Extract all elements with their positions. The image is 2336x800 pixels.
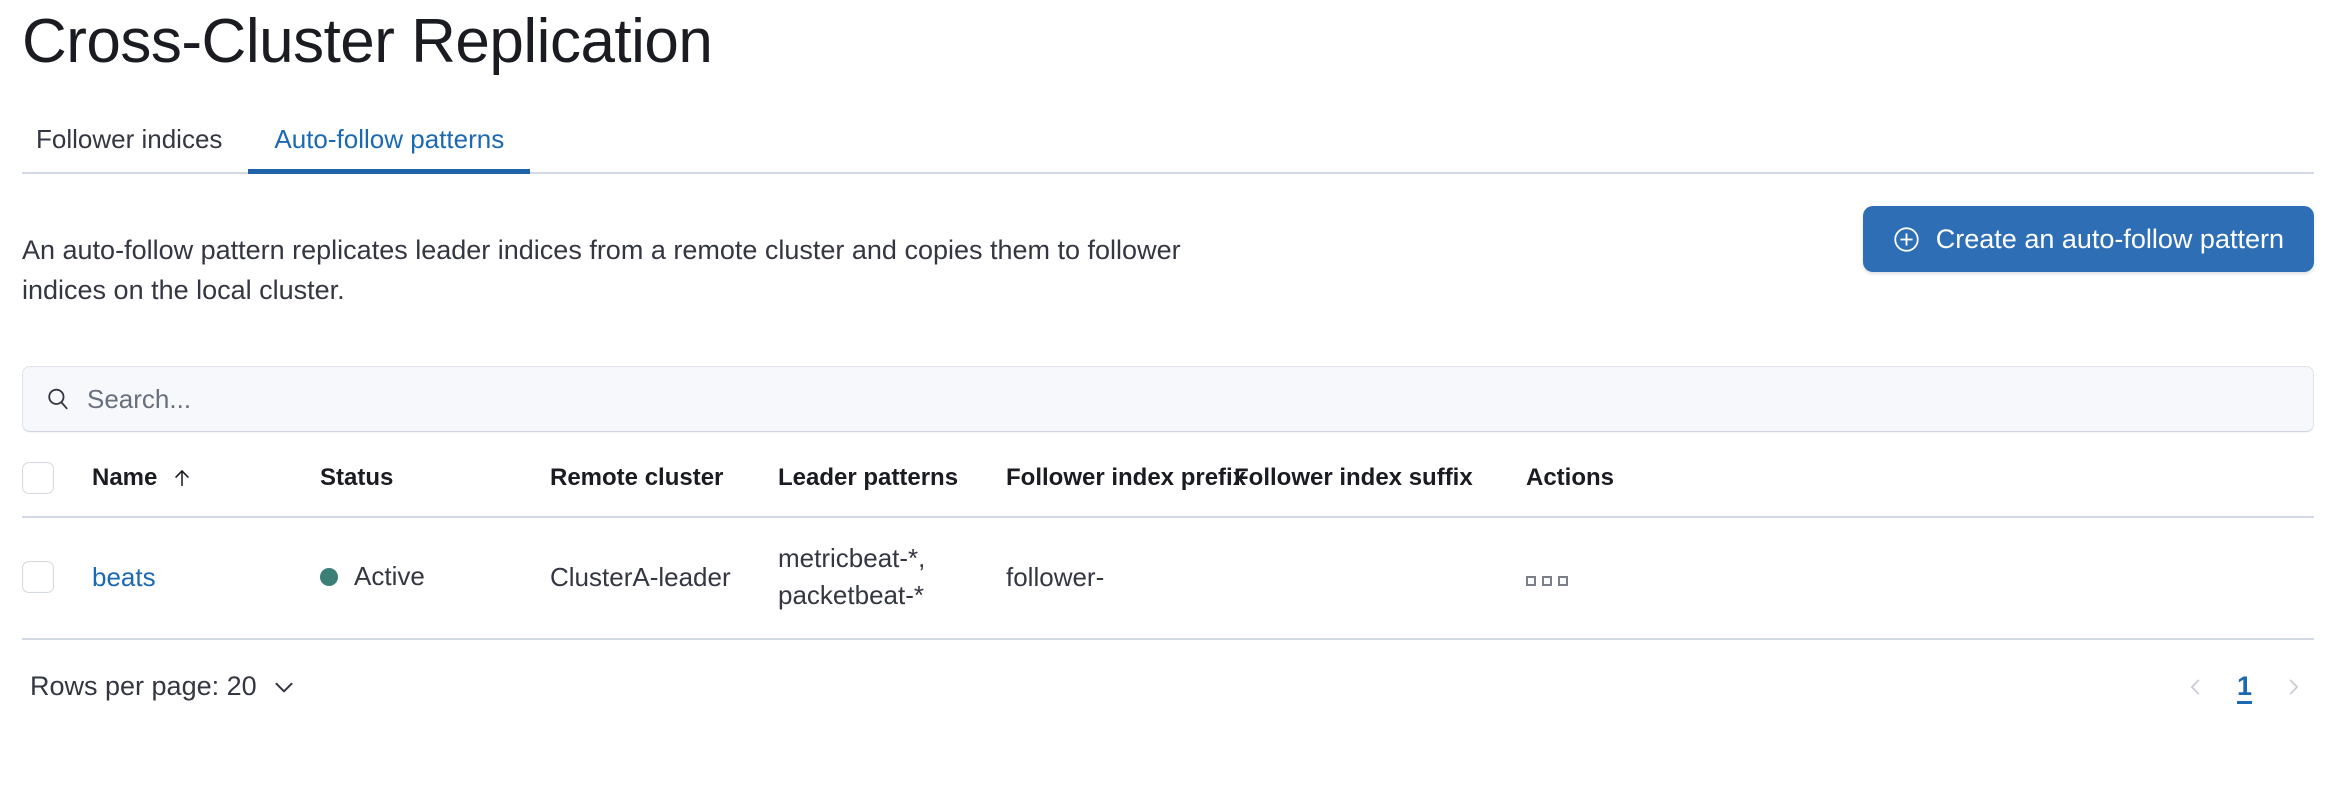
- row-remote-cluster-cell: ClusterA-leader: [550, 517, 778, 640]
- row-follower-index-prefix-cell: follower-: [1006, 517, 1234, 640]
- table-body: beats Active ClusterA-leader metricbeat-…: [22, 517, 2314, 640]
- search-input[interactable]: [87, 383, 2291, 415]
- pattern-name-link[interactable]: beats: [92, 561, 156, 592]
- row-actions-cell: [1526, 517, 2314, 640]
- chevron-down-icon: [271, 674, 297, 700]
- rows-per-page-selector[interactable]: Rows per page: 20: [30, 671, 297, 702]
- table-footer: Rows per page: 20 1: [22, 670, 2314, 704]
- column-header-follower-index-prefix[interactable]: Follower index prefix: [1006, 462, 1246, 519]
- row-follower-index-suffix-cell: [1234, 517, 1526, 640]
- row-name-cell: beats: [92, 517, 320, 640]
- row-select-cell: [22, 517, 92, 640]
- row-status-cell: Active: [320, 517, 550, 640]
- tab-label: Follower indices: [36, 124, 223, 155]
- column-header-label: Follower index prefix: [1006, 464, 1247, 492]
- table-header: Name Status Remote cluster: [22, 462, 2314, 519]
- tab-auto-follow-patterns[interactable]: Auto-follow patterns: [248, 124, 531, 175]
- tab-follower-indices[interactable]: Follower indices: [22, 126, 248, 174]
- more-actions-icon[interactable]: [1526, 575, 1570, 586]
- column-header-label: Actions: [1526, 464, 1615, 492]
- pagination-page-1[interactable]: 1: [2231, 671, 2258, 702]
- table-row: beats Active ClusterA-leader metricbeat-…: [22, 517, 2314, 640]
- status-dot-icon: [320, 567, 338, 586]
- dot: [1542, 575, 1552, 586]
- column-header-name[interactable]: Name: [92, 462, 320, 519]
- select-all-checkbox[interactable]: [22, 462, 54, 495]
- column-header-follower-index-suffix[interactable]: Follower index suffix: [1234, 462, 1526, 519]
- leader-pattern-line: metricbeat-*,: [778, 543, 926, 574]
- column-header-status[interactable]: Status: [320, 462, 550, 519]
- search-icon: [45, 386, 71, 412]
- row-checkbox[interactable]: [22, 561, 54, 593]
- dot: [1526, 575, 1536, 586]
- column-header-label: Remote cluster: [550, 464, 724, 492]
- column-header-actions: Actions: [1526, 462, 2314, 519]
- column-header-remote-cluster[interactable]: Remote cluster: [550, 462, 778, 519]
- status-badge: Active: [354, 561, 425, 592]
- column-header-label: Status: [320, 464, 394, 492]
- select-all-header: [22, 462, 92, 519]
- column-header-label: Leader patterns: [778, 464, 959, 492]
- page-title: Cross-Cluster Replication: [22, 7, 713, 76]
- intro-description: An auto-follow pattern replicates leader…: [22, 235, 1181, 306]
- row-leader-patterns-cell: metricbeat-*, packetbeat-*: [778, 517, 1006, 640]
- sort-arrow-up-icon: [171, 467, 193, 489]
- column-header-leader-patterns[interactable]: Leader patterns: [778, 462, 1006, 519]
- chevron-right-icon: [2283, 677, 2303, 697]
- rows-per-page-label: Rows per page: 20: [30, 671, 257, 702]
- leader-pattern-line: packetbeat-*: [778, 580, 924, 610]
- table-header-row: Name Status Remote cluster: [22, 462, 2314, 519]
- pagination-next-button[interactable]: [2276, 670, 2310, 704]
- auto-follow-patterns-table: Name Status Remote cluster: [22, 462, 2314, 640]
- search-bar[interactable]: [22, 366, 2314, 433]
- create-button-label: Create an auto-follow pattern: [1935, 223, 2284, 254]
- column-header-label: Name: [92, 464, 158, 492]
- pagination-previous-button[interactable]: [2179, 670, 2213, 704]
- tab-bar: Follower indices Auto-follow patterns: [22, 106, 2314, 175]
- create-auto-follow-pattern-button[interactable]: Create an auto-follow pattern: [1862, 206, 2314, 273]
- chevron-left-icon: [2186, 677, 2206, 697]
- tab-label: Auto-follow patterns: [274, 124, 505, 155]
- pagination: 1: [2179, 670, 2310, 704]
- column-header-label: Follower index suffix: [1234, 464, 1473, 492]
- plus-in-circle-icon: [1893, 226, 1920, 253]
- dot: [1558, 575, 1568, 586]
- intro-section: An auto-follow pattern replicates leader…: [22, 204, 2314, 338]
